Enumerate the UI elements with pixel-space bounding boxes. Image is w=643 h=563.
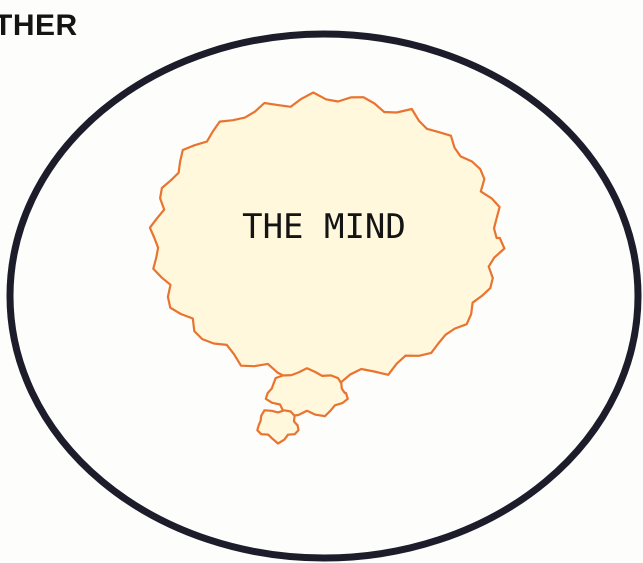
mind-label: THE MIND <box>242 207 406 247</box>
thought-bubble-small <box>257 410 298 443</box>
